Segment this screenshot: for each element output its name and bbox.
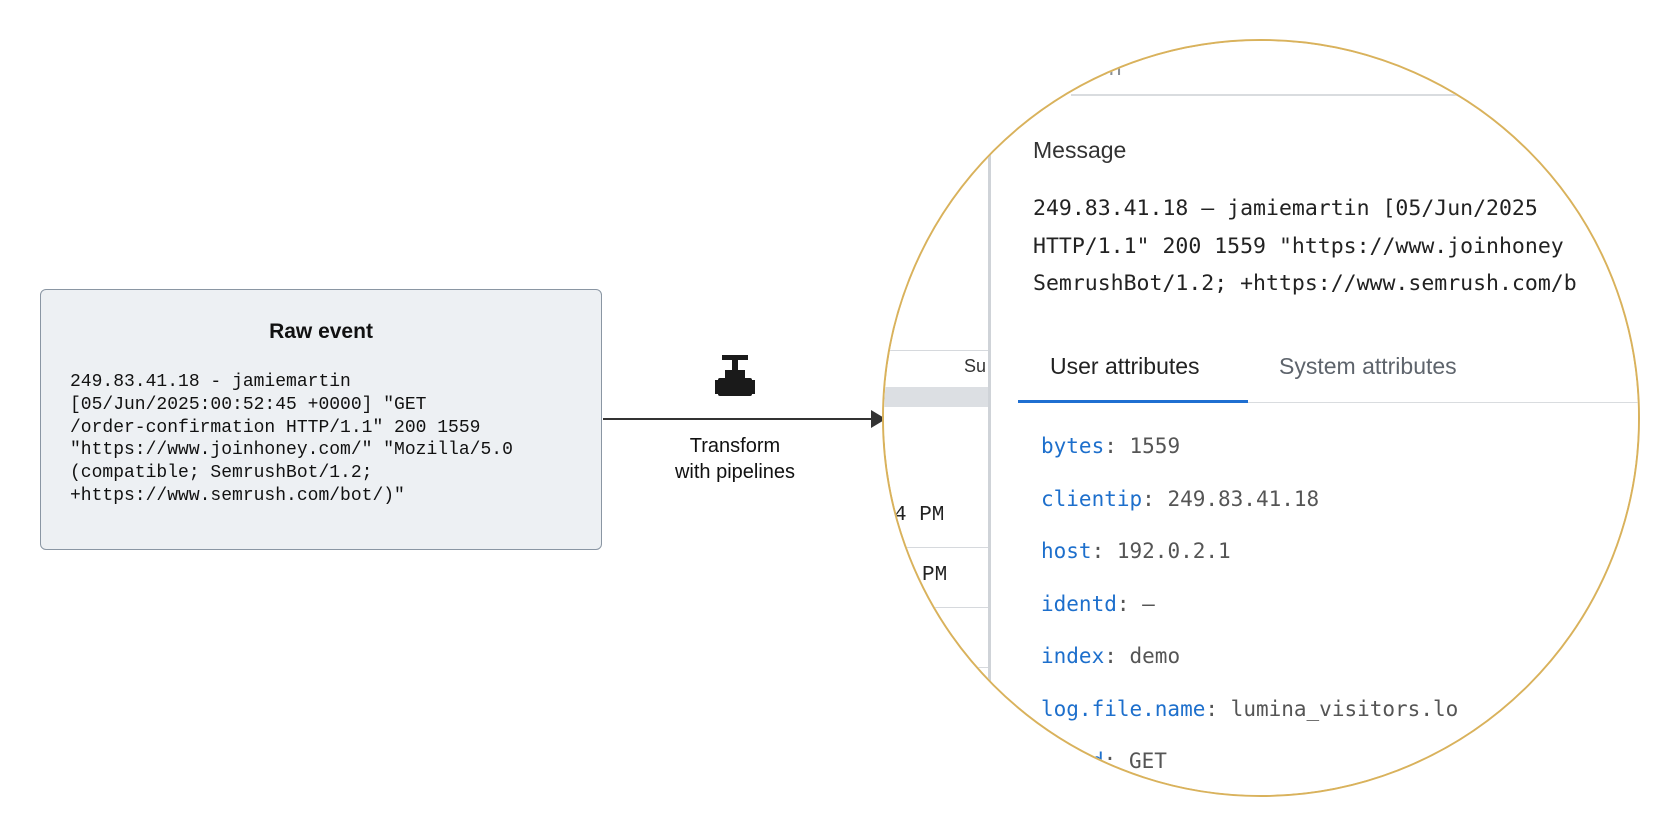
attribute-row: bytes: 1559 [1041, 434, 1181, 458]
raw-event-line: /order-confirmation HTTP/1.1" 200 1559 [70, 417, 481, 438]
table-row-time: 4 PM [894, 504, 945, 527]
message-line: SemrushBot/1.2; +https://www.semrush.com… [1033, 271, 1577, 296]
message-text: 249.83.41.18 – jamiemartin [05/Jun/2025 … [1033, 190, 1577, 303]
message-line: 249.83.41.18 – jamiemartin [05/Jun/2025 [1033, 196, 1538, 221]
attribute-row: log.file.name: lumina_visitors.lo [1041, 696, 1459, 721]
table-row-time: 1 [938, 624, 951, 647]
connector-label: Transform with pipelines [640, 433, 830, 485]
attribute-value: GET [1128, 749, 1167, 773]
attribute-key: identd [1041, 591, 1117, 616]
attribute-row: identd: – [1041, 591, 1155, 616]
attribute-key: host [1041, 539, 1092, 563]
raw-event-box: Raw event 249.83.41.18 - jamiemartin [05… [40, 289, 602, 550]
background-log-table: Su 4 PM PM 1 [884, 41, 989, 795]
tab-system-attributes[interactable]: System attributes [1279, 353, 1457, 379]
raw-event-line: (compatible; SemrushBot/1.2; [70, 463, 373, 484]
tab-user-attributes[interactable]: User attributes [1050, 353, 1200, 379]
raw-event-line: 249.83.41.18 - jamiemartin [70, 372, 351, 392]
raw-event-title: Raw event [269, 320, 373, 343]
active-tab-indicator [1018, 400, 1248, 403]
attribute-value: 192.0.2.1 [1116, 539, 1231, 563]
attribute-row: clientip: 249.83.41.18 [1041, 486, 1320, 511]
connector-arrow-line [603, 418, 880, 420]
attribute-value: 1559 [1129, 434, 1181, 458]
message-line: HTTP/1.1" 200 1559 "https://www.joinhone… [1033, 233, 1564, 259]
magnified-view: Su 4 PM PM 1 earch Message 249.83.41.18 … [882, 39, 1640, 797]
attribute-value: demo [1129, 644, 1181, 668]
attribute-row: d: GET [1091, 749, 1167, 773]
table-divider [884, 667, 989, 668]
raw-event-line: +https://www.semrush.com/bot/)" [70, 485, 405, 506]
attribute-key: bytes [1041, 434, 1105, 458]
message-label: Message [1033, 137, 1127, 163]
table-divider [884, 607, 989, 608]
connector-label-line1: Transform [689, 435, 781, 457]
attribute-key: log.file.name [1041, 696, 1206, 721]
table-header-bar [884, 387, 989, 407]
raw-event-line: "https://www.joinhoney.com/" "Mozilla/5.… [70, 440, 513, 461]
attribute-value: – [1142, 591, 1155, 616]
attribute-value: 249.83.41.18 [1167, 486, 1320, 511]
table-divider [884, 547, 989, 548]
tab-bar-rule [1018, 402, 1638, 403]
attribute-row: index: demo [1041, 644, 1181, 668]
table-row-time: PM [922, 564, 948, 587]
search-underline [1071, 94, 1638, 96]
search-input[interactable]: earch [1064, 54, 1122, 80]
attribute-key: clientip [1041, 486, 1143, 511]
attribute-row: host: 192.0.2.1 [1041, 539, 1231, 563]
connector-label-line2: with pipelines [674, 461, 796, 483]
attribute-key: d [1091, 749, 1104, 773]
attribute-value: lumina_visitors.lo [1230, 696, 1459, 721]
table-header-cell: Su [964, 356, 987, 376]
attribute-key: index [1041, 644, 1105, 668]
table-divider [884, 350, 989, 351]
log-detail-flyout: earch Message 249.83.41.18 – jamiemartin… [991, 41, 1638, 795]
raw-event-text: 249.83.41.18 - jamiemartin [05/Jun/2025:… [70, 371, 513, 508]
valve-icon [715, 355, 755, 396]
flyout-edge [988, 41, 991, 795]
raw-event-line: [05/Jun/2025:00:52:45 +0000] "GET [70, 394, 427, 415]
